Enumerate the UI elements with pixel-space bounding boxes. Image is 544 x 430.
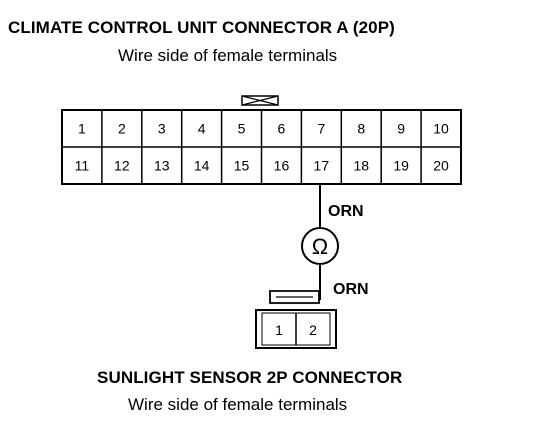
- lower-wire-color-label: ORN: [333, 281, 369, 298]
- connector-a-terminal-20: 20: [433, 158, 449, 174]
- sensor-connector-subtitle: Wire side of female terminals: [128, 395, 348, 414]
- connector-a-terminal-15: 15: [234, 158, 250, 174]
- connector-a-terminal-10: 10: [433, 121, 449, 137]
- connector-a-terminal-5: 5: [238, 121, 246, 137]
- connector-a-terminal-8: 8: [357, 121, 365, 137]
- connector-a-terminal-11: 11: [75, 158, 90, 174]
- connector-a-terminal-16: 16: [274, 158, 290, 174]
- connector-a-terminal-19: 19: [393, 158, 409, 174]
- connector-a-row-2: 11 12 13 14 15 16 17 18 19 20: [75, 158, 449, 174]
- connector-a-terminal-14: 14: [194, 158, 210, 174]
- connector-a-subtitle: Wire side of female terminals: [118, 46, 338, 65]
- connector-a-terminal-12: 12: [114, 158, 130, 174]
- connector-a-lock-tab: [241, 95, 279, 106]
- sensor-terminal-2: 2: [309, 322, 317, 338]
- connector-a-title: CLIMATE CONTROL UNIT CONNECTOR A (20P): [8, 18, 395, 37]
- connector-a-terminal-7: 7: [317, 121, 325, 137]
- connector-a-column-dividers: [101, 110, 422, 184]
- connector-a-terminal-2: 2: [118, 121, 126, 137]
- connector-a-terminal-9: 9: [397, 121, 405, 137]
- connector-a-terminal-3: 3: [158, 121, 166, 137]
- connector-a-terminal-18: 18: [353, 158, 369, 174]
- upper-wire-color-label: ORN: [328, 203, 364, 220]
- connector-a-terminal-13: 13: [154, 158, 170, 174]
- ohm-icon: Ω: [312, 234, 328, 259]
- connector-a-terminal-1: 1: [78, 121, 86, 137]
- ohmmeter-symbol: Ω: [301, 227, 339, 265]
- sensor-connector-lock-tab: [269, 290, 320, 304]
- connector-a-terminal-17: 17: [314, 158, 330, 174]
- connector-a-terminal-6: 6: [278, 121, 286, 137]
- sensor-terminal-1: 1: [275, 322, 283, 338]
- connector-a-row-1: 1 2 3 4 5 6 7 8 9 10: [78, 121, 449, 137]
- sensor-connector-title: SUNLIGHT SENSOR 2P CONNECTOR: [97, 368, 403, 387]
- connector-a-terminal-4: 4: [198, 121, 206, 137]
